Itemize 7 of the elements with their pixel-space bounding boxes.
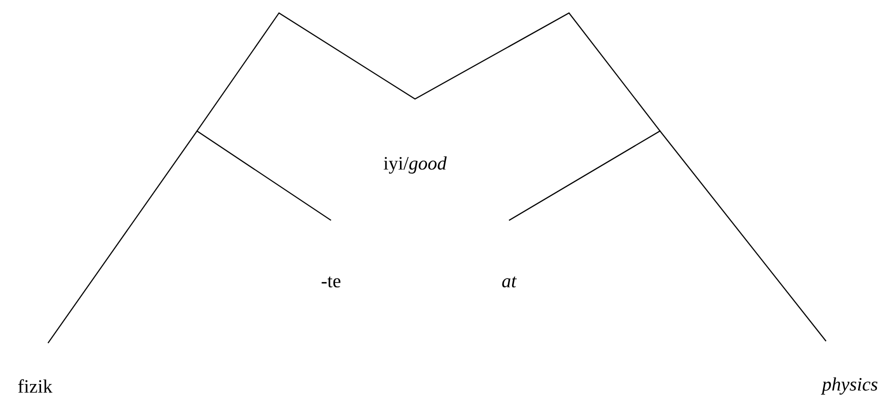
tree-line [48,130,332,344]
word-label: physics [820,377,878,395]
tree-line [508,130,826,342]
word-label: -te [322,276,340,288]
word-label: iyi/good [384,156,447,174]
word-label: fizik [18,379,52,393]
word-label: at [502,276,517,288]
